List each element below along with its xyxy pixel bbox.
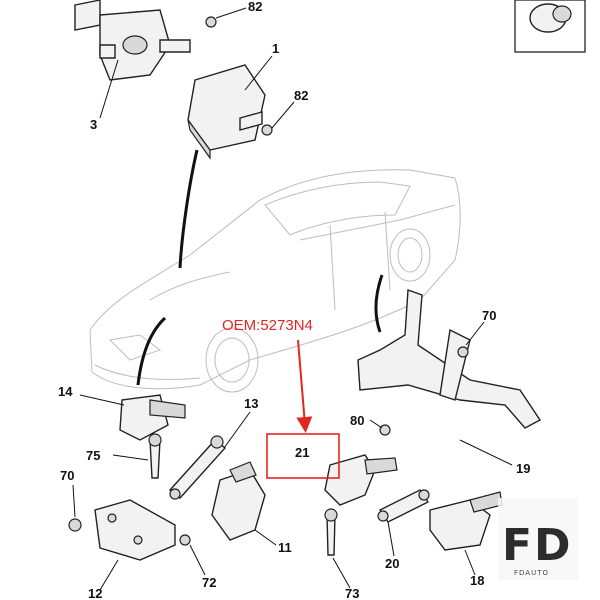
rear-sensor-part-21: [324, 454, 398, 506]
callout-3: 3: [90, 117, 97, 132]
callout-11: 11: [278, 540, 292, 555]
callout-19: 19: [516, 461, 530, 476]
sensor-bracket-part-3: [74, 0, 191, 81]
callout-72: 72: [202, 575, 216, 590]
nut-inset: [514, 0, 586, 53]
control-unit-part-1: [187, 64, 266, 160]
callout-20: 20: [385, 556, 399, 571]
bracket-part-12: [94, 499, 176, 561]
connection-wires: [136, 149, 384, 386]
callout-82-top: 82: [248, 0, 262, 14]
callout-1: 1: [272, 41, 279, 56]
rear-bracket-part-19: [357, 289, 542, 436]
callout-13: 13: [244, 396, 258, 411]
car-outline: [89, 169, 461, 393]
callout-70-left: 70: [60, 468, 74, 483]
callout-80: 80: [350, 413, 364, 428]
screw-75: [148, 433, 162, 479]
highlight-arrow: [296, 339, 313, 433]
screw-82-mid: [261, 124, 273, 136]
screw-82-top: [205, 16, 217, 28]
callout-18: 18: [470, 573, 484, 588]
oem-label: OEM:5273N4: [222, 317, 313, 334]
callout-21: 21: [295, 445, 309, 460]
callout-82-mid: 82: [294, 88, 308, 103]
callout-12: 12: [88, 586, 102, 600]
fdauto-watermark: FD FDAUTO: [498, 498, 578, 580]
highlight-box: [266, 433, 340, 479]
callout-75: 75: [86, 448, 100, 463]
sensor-part-18: [429, 491, 503, 551]
front-sensor-part-14: [119, 394, 186, 441]
sensor-part-11: [211, 461, 266, 541]
watermark-fdauto: FDAUTO: [514, 569, 549, 577]
callout-73: 73: [345, 586, 359, 600]
callout-70-right: 70: [482, 308, 496, 323]
link-rod-part-13: [168, 435, 227, 500]
watermark-fd: FD: [502, 520, 573, 571]
screw-73: [324, 508, 338, 556]
leader-lines: [72, 7, 513, 591]
link-rod-part-20: [377, 489, 430, 523]
nut-70-left: [68, 518, 82, 532]
callout-14: 14: [58, 384, 73, 399]
nut-72: [179, 534, 191, 546]
